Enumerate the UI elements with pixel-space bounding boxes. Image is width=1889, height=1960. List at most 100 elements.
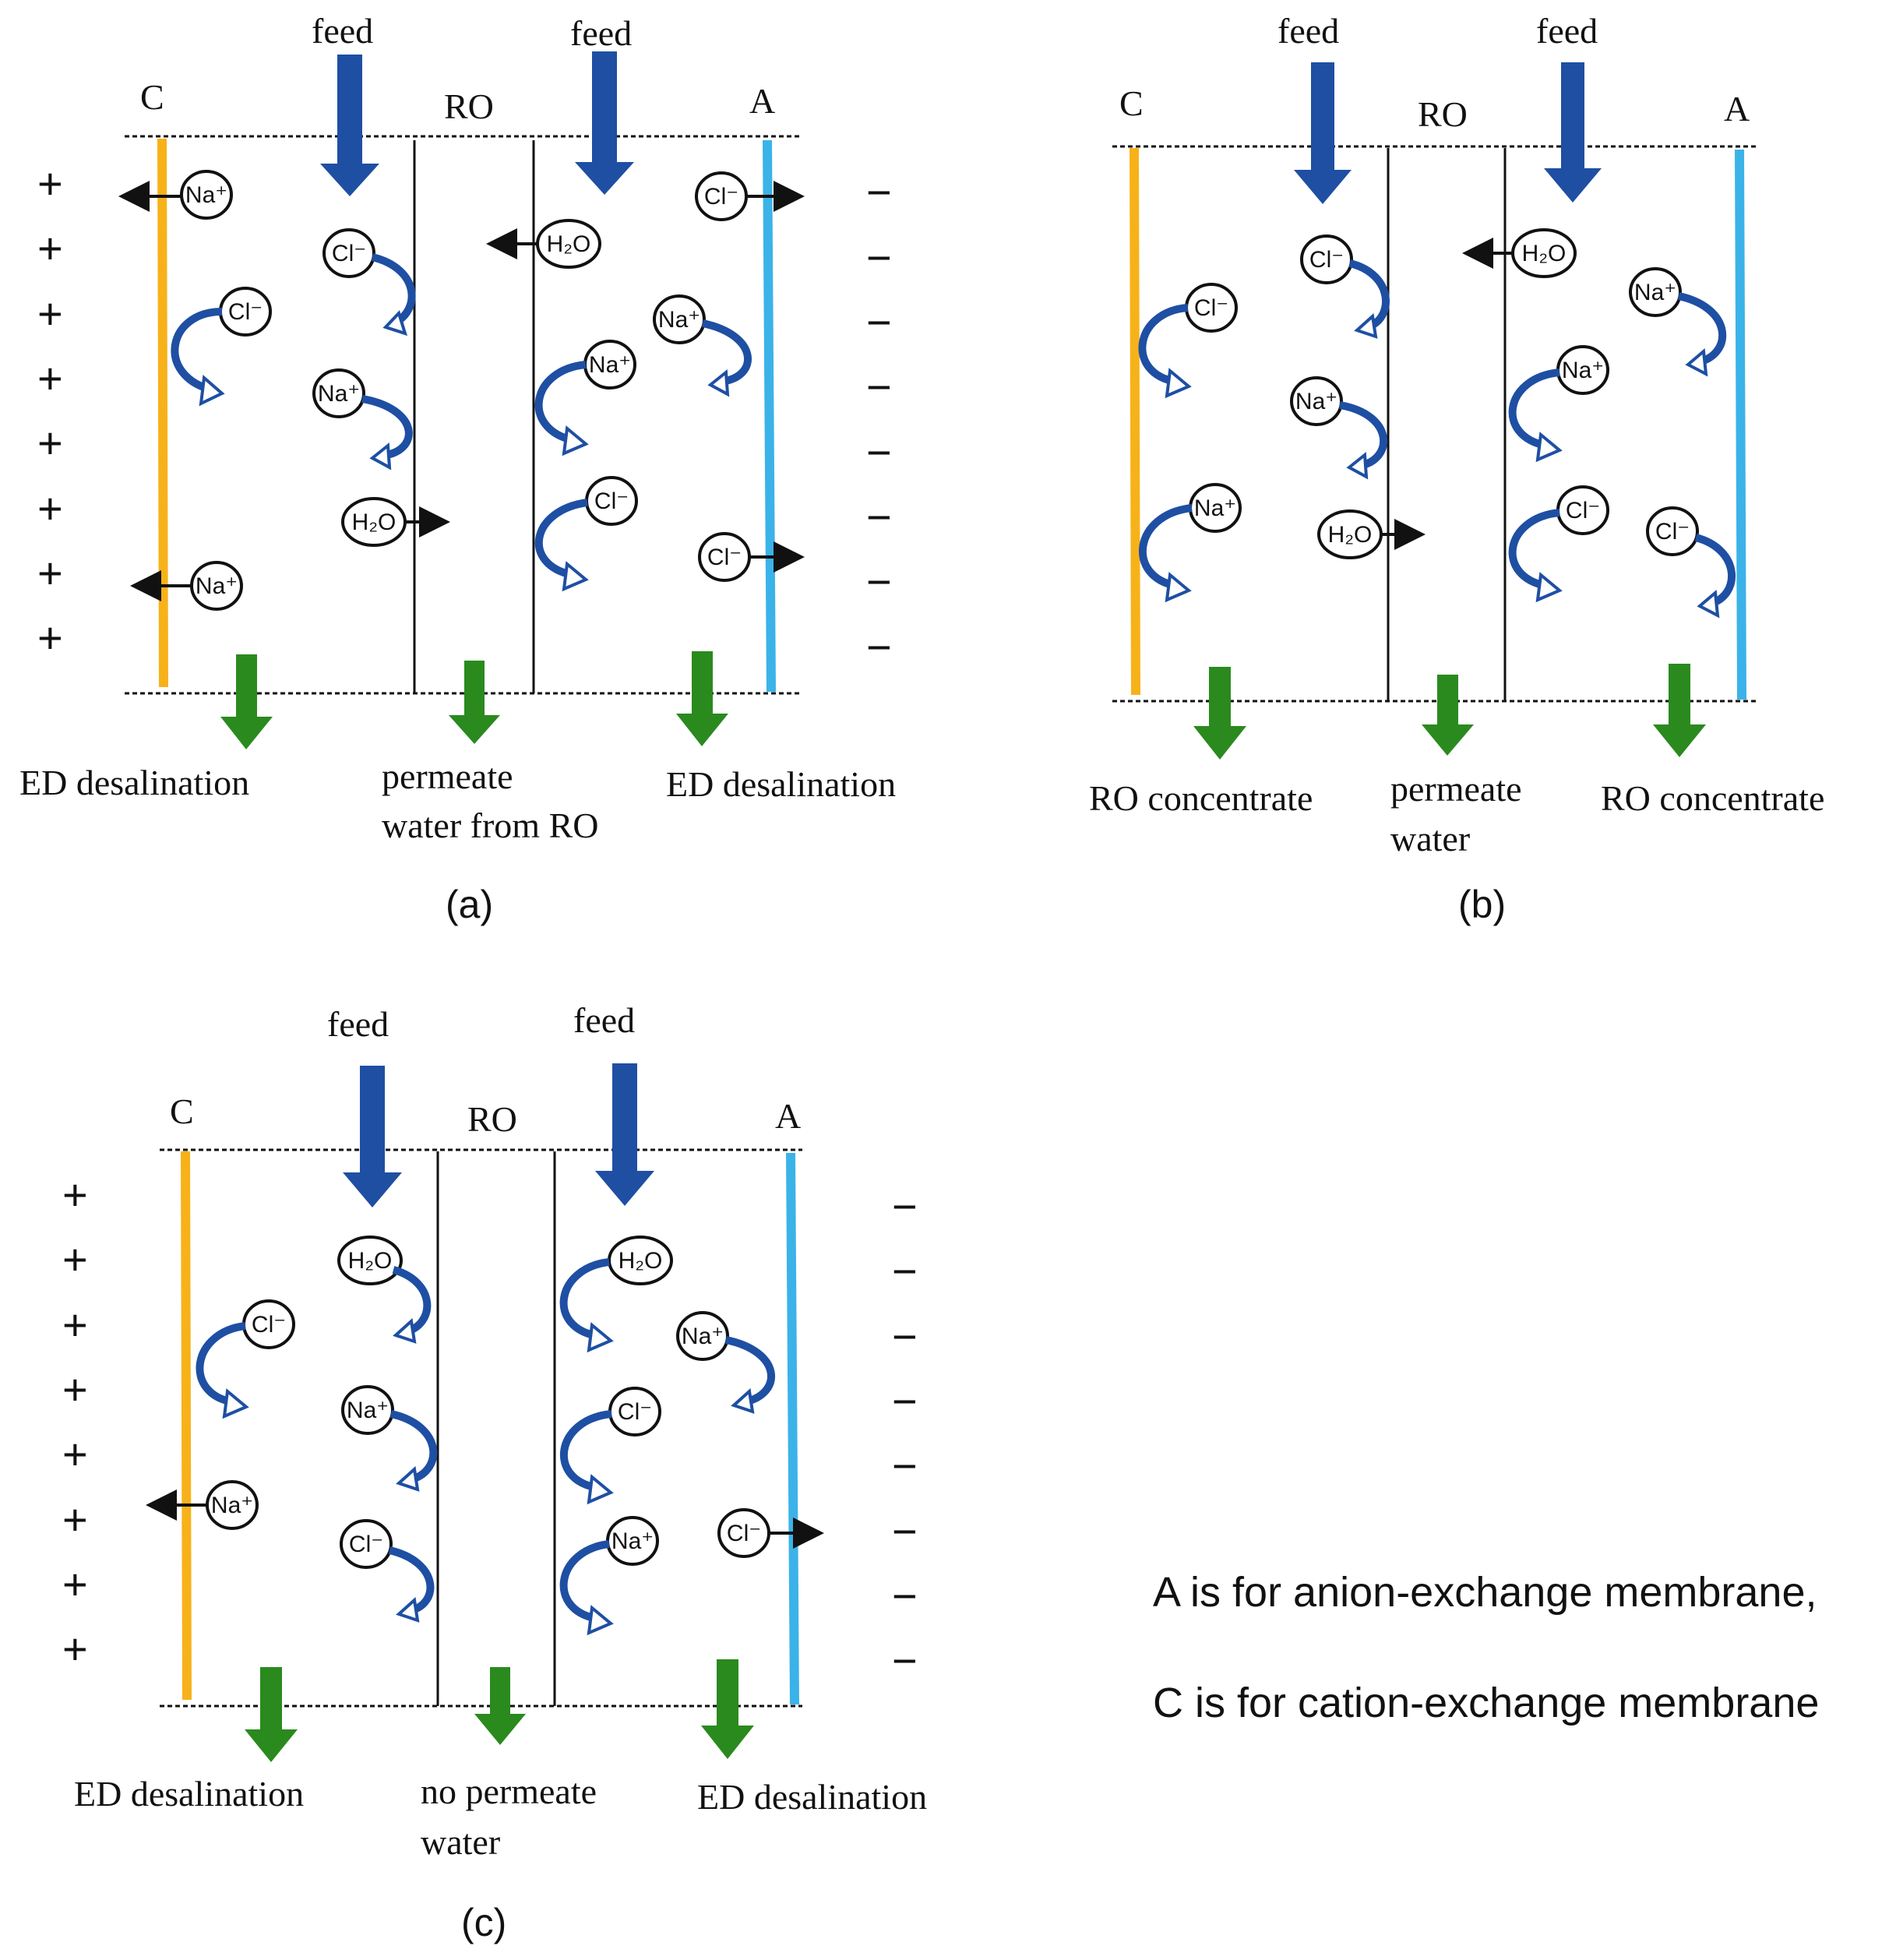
outlet-label-right: RO concentrate xyxy=(1601,778,1824,818)
svg-text:Cl⁻: Cl⁻ xyxy=(1566,498,1600,523)
outlet-label-middle-line2: water from RO xyxy=(382,806,598,845)
curved-arrow xyxy=(559,1258,610,1340)
ion-na: Na⁺ xyxy=(653,294,706,344)
plus-sign: + xyxy=(37,548,63,598)
feed-arrow-left xyxy=(1294,62,1352,204)
curved-arrow xyxy=(724,1336,775,1406)
plus-sign: + xyxy=(62,1300,88,1349)
outlet-arrow-right xyxy=(1653,664,1706,757)
arrowhead xyxy=(1346,452,1369,480)
arrowhead xyxy=(1354,313,1378,339)
svg-text:Na⁺: Na⁺ xyxy=(589,352,631,378)
arrowhead xyxy=(1685,348,1708,377)
minus-sign: − xyxy=(866,557,892,606)
ion-na: Na⁺ xyxy=(1629,267,1682,317)
outlet-label-middle-line2: water xyxy=(1390,819,1470,858)
svg-text:Cl⁻: Cl⁻ xyxy=(252,1312,286,1338)
plus-sign: + xyxy=(37,289,63,338)
feed-arrow-right xyxy=(575,51,634,195)
ion-cl: Cl⁻ xyxy=(340,1519,393,1569)
membrane-c-label: C xyxy=(170,1091,194,1131)
curved-arrow xyxy=(1348,259,1390,331)
outlet-label-middle-line1: permeate xyxy=(382,756,513,796)
ion-cl: Cl⁻ xyxy=(585,476,638,526)
ion-cl: Cl⁻ xyxy=(1646,506,1699,556)
arrowhead xyxy=(382,310,408,337)
svg-text:Na⁺: Na⁺ xyxy=(611,1528,654,1554)
svg-text:Cl⁻: Cl⁻ xyxy=(594,488,629,514)
curved-arrow xyxy=(534,361,587,444)
curved-arrow xyxy=(361,395,413,460)
minus-sign: − xyxy=(892,1312,918,1361)
plus-sign: + xyxy=(62,1429,88,1479)
arrowhead xyxy=(587,1605,614,1636)
feed-label-left: feed xyxy=(312,11,373,51)
membrane-a-label: A xyxy=(749,81,775,121)
ion-h2o: H₂O xyxy=(1511,228,1577,278)
ion-cl: Cl⁻ xyxy=(695,171,748,221)
ro-label: RO xyxy=(1418,94,1468,134)
arrowhead xyxy=(1165,572,1192,603)
panel-caption: (a) xyxy=(446,883,493,926)
arrowhead xyxy=(393,1318,417,1344)
curved-arrow xyxy=(1138,504,1193,590)
svg-text:Cl⁻: Cl⁻ xyxy=(228,299,263,325)
legend-line-anion: A is for anion-exchange membrane, xyxy=(1153,1569,1817,1616)
plus-sign: + xyxy=(62,1235,88,1284)
ro-label: RO xyxy=(467,1099,517,1139)
outlet-label-middle-line1: permeate xyxy=(1390,769,1522,809)
outlet-label-middle-line2: water xyxy=(421,1822,500,1862)
arrowhead xyxy=(587,1474,614,1505)
svg-text:Na⁺: Na⁺ xyxy=(185,182,227,208)
cation-exchange-membrane xyxy=(181,1151,192,1701)
ion-cl: Cl⁻ xyxy=(219,287,272,337)
arrowhead xyxy=(222,1388,249,1419)
curved-arrow xyxy=(1339,401,1388,470)
svg-text:Cl⁻: Cl⁻ xyxy=(1655,519,1690,545)
arrowhead xyxy=(707,369,730,397)
minus-sign: − xyxy=(892,1182,918,1231)
outlet-arrow-left xyxy=(220,654,273,749)
ion-cl: Cl⁻ xyxy=(698,532,751,582)
plus-sign: + xyxy=(37,354,63,403)
ion-na: Na⁺ xyxy=(1189,483,1242,533)
svg-text:H₂O: H₂O xyxy=(619,1248,663,1274)
svg-text:Cl⁻: Cl⁻ xyxy=(1194,295,1228,321)
ion-cl: Cl⁻ xyxy=(608,1387,661,1437)
svg-text:H₂O: H₂O xyxy=(352,509,396,535)
feed-label-right: feed xyxy=(1536,11,1598,51)
ion-cl: Cl⁻ xyxy=(1556,485,1609,535)
plus-sign: + xyxy=(37,224,63,273)
plus-sign: + xyxy=(62,1170,88,1219)
panel-a: C RO A feed feed + + + + + + + + − − − −… xyxy=(19,11,896,926)
plus-sign: + xyxy=(62,1560,88,1609)
svg-text:Na⁺: Na⁺ xyxy=(1562,358,1604,383)
svg-text:Cl⁻: Cl⁻ xyxy=(332,241,366,266)
feed-label-left: feed xyxy=(1278,11,1339,51)
ion-cl: Cl⁻ xyxy=(1185,283,1238,333)
svg-text:Na⁺: Na⁺ xyxy=(211,1493,253,1518)
outlet-arrow-left xyxy=(1193,667,1246,760)
ro-label: RO xyxy=(444,86,494,126)
curved-arrow xyxy=(1508,509,1560,590)
svg-text:Na⁺: Na⁺ xyxy=(1634,280,1676,305)
minus-sign: − xyxy=(866,298,892,347)
svg-text:H₂O: H₂O xyxy=(1522,241,1567,266)
ion-na: Na⁺ xyxy=(583,340,636,390)
curved-arrow xyxy=(392,1266,432,1336)
svg-text:H₂O: H₂O xyxy=(1328,522,1373,548)
anion-exchange-membrane xyxy=(786,1152,799,1705)
panel-b: C RO A feed feed Cl⁻ Na⁺ Cl⁻ Na⁺ xyxy=(1089,11,1824,926)
curved-arrow xyxy=(534,499,588,579)
ion-h2o: H₂O xyxy=(337,1236,403,1285)
membrane-a-label: A xyxy=(1724,89,1750,129)
membrane-a-label: A xyxy=(775,1096,801,1136)
curved-arrow xyxy=(701,319,752,386)
anion-exchange-membrane xyxy=(763,139,776,693)
minus-sign: − xyxy=(892,1636,918,1685)
plus-sign: + xyxy=(62,1624,88,1673)
ion-na: Na⁺ xyxy=(206,1480,259,1530)
plus-sign: + xyxy=(37,484,63,533)
ion-cl: Cl⁻ xyxy=(717,1508,770,1558)
minus-sign: − xyxy=(892,1441,918,1490)
